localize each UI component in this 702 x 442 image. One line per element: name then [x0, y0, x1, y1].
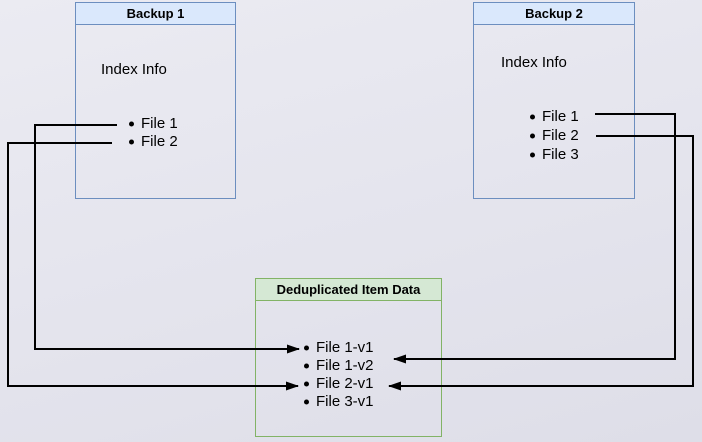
dedup-store-title: Deduplicated Item Data	[256, 279, 441, 301]
backup2-file-item: File 1	[529, 107, 579, 126]
backup2-file-item: File 3	[529, 145, 579, 164]
backup2-file-item: File 2	[529, 126, 579, 145]
backup1-index-label: Index Info	[101, 61, 167, 78]
backup1-file-list: File 1 File 2	[128, 115, 178, 151]
backup1-file-item: File 2	[128, 133, 178, 151]
backup1-file-item: File 1	[128, 115, 178, 133]
backup2-index-label: Index Info	[501, 54, 567, 71]
dedup-item: File 3-v1	[303, 393, 374, 411]
dedup-store-box: Deduplicated Item Data File 1-v1 File 1-…	[255, 278, 442, 437]
dedup-item-list: File 1-v1 File 1-v2 File 2-v1 File 3-v1	[303, 339, 374, 411]
dedup-item: File 2-v1	[303, 375, 374, 393]
backup2-file-list: File 1 File 2 File 3	[529, 107, 579, 164]
backup2-title: Backup 2	[474, 3, 634, 25]
dedup-item: File 1-v1	[303, 339, 374, 357]
dedup-item: File 1-v2	[303, 357, 374, 375]
backup1-box: Backup 1 Index Info File 1 File 2	[75, 2, 236, 199]
backup2-box: Backup 2 Index Info File 1 File 2 File 3	[473, 2, 635, 199]
backup1-title: Backup 1	[76, 3, 235, 25]
